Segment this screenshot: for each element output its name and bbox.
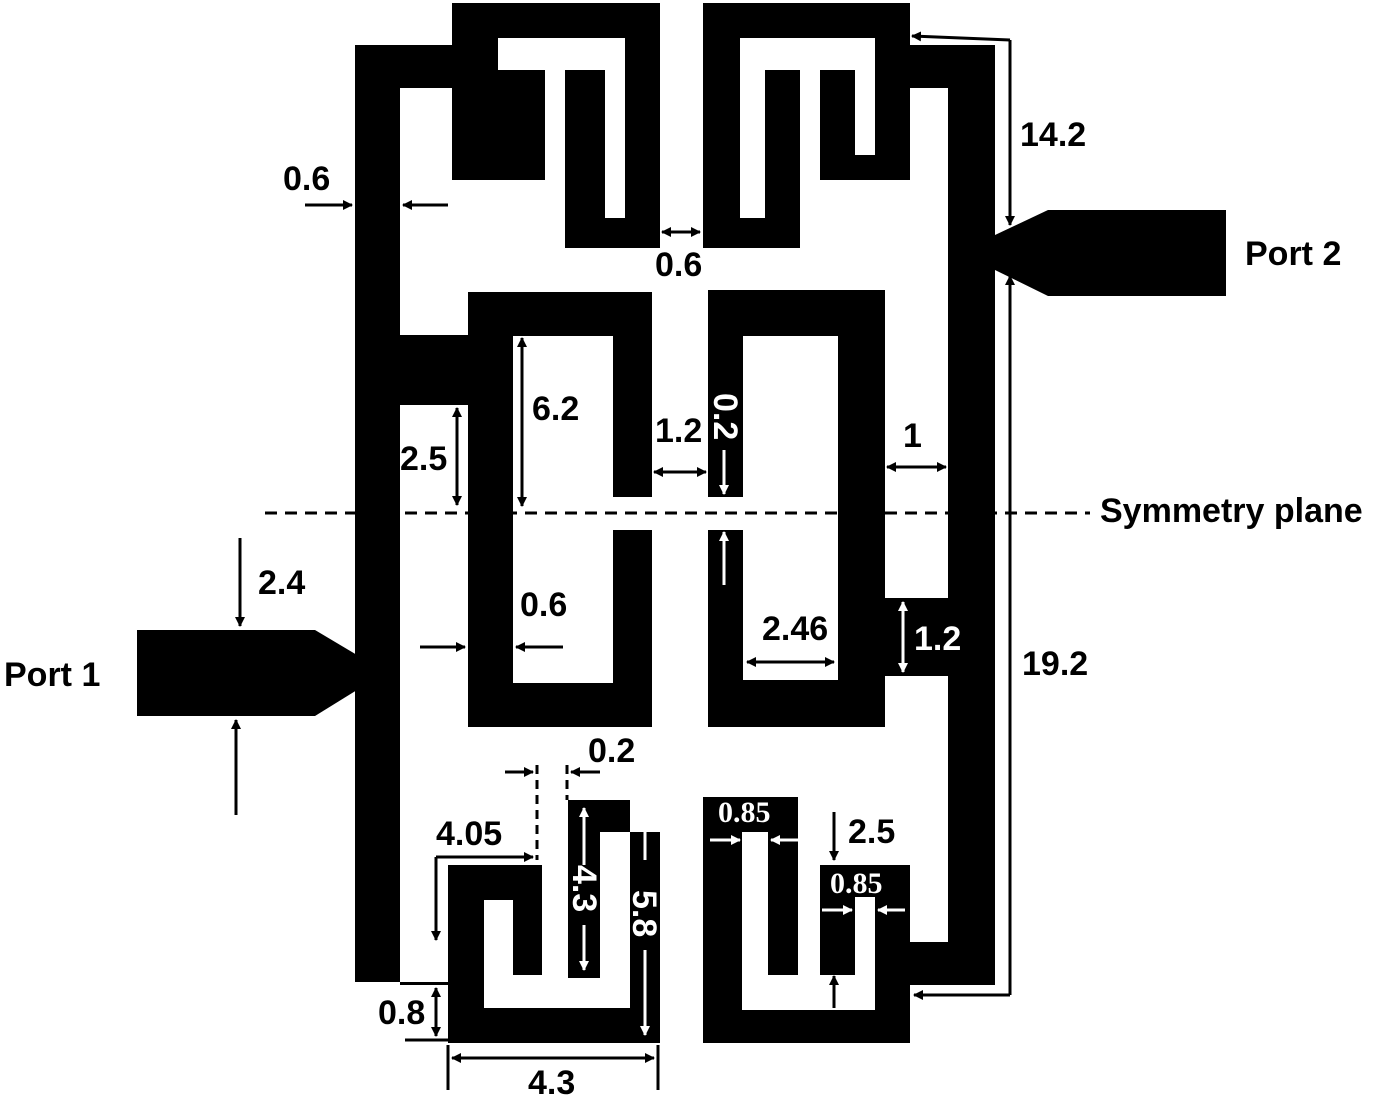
port2-feed [995,210,1226,296]
symmetry-plane-label: Symmetry plane [1100,492,1363,530]
dim-inner-stub-label: 2.5 [400,440,447,478]
middle-left-resonator [468,292,652,727]
port1-feed [137,630,357,716]
right-feed-line [908,45,995,985]
port1-label: Port 1 [4,656,100,694]
dim-bottom-inner-label: 4.3 [565,865,603,912]
dim-inner-width-label: 0.6 [520,586,567,624]
dim-bottom-line-label: 0.8 [378,994,425,1032]
dim-port-width-label: 2.4 [258,564,305,602]
middle-right-resonator [708,290,885,727]
dim-slot-width-2-label: 0.85 [830,867,883,900]
top-right-resonator [703,3,910,248]
dimension-annotations: 0.6 0.6 14.2 2.4 2.5 6.2 1.2 0.2 1 [231,31,1088,1099]
dim-resonator-gap-label: 1.2 [655,412,702,450]
dim-line-width-label: 0.6 [283,160,330,198]
dim-resonator-height-label: 6.2 [532,390,579,428]
dim-total-height-label: 19.2 [1022,645,1088,683]
dim-slot-width-1-label: 0.85 [718,796,771,829]
dim-top-gap-label: 0.6 [655,246,702,284]
dim-bottom-height-label: 5.8 [625,890,663,937]
left-feed-line [355,45,460,985]
dim-ring-height-label: 14.2 [1020,116,1086,154]
top-left-resonator [452,3,660,248]
right-tap-stub [883,598,948,676]
dim-ring-gap-label: 1 [903,417,922,455]
dim-tap-width-label: 1.2 [914,620,961,658]
dim-stub-length-label: 2.5 [848,813,895,851]
bottom-left-resonator [448,800,660,1043]
dim-bottom-width-label: 4.3 [528,1064,575,1099]
dim-inner-slot-label: 2.46 [762,610,828,648]
left-coupling-stub [398,335,470,405]
metal-traces [137,3,1226,1043]
dim-small-gap-label: 0.2 [588,732,635,770]
port2-label: Port 2 [1245,235,1341,273]
dim-bottom-offset-label: 4.05 [436,815,502,853]
dim-tip-gap-label: 0.2 [706,393,744,440]
bottom-right-inner-stub [855,897,875,975]
